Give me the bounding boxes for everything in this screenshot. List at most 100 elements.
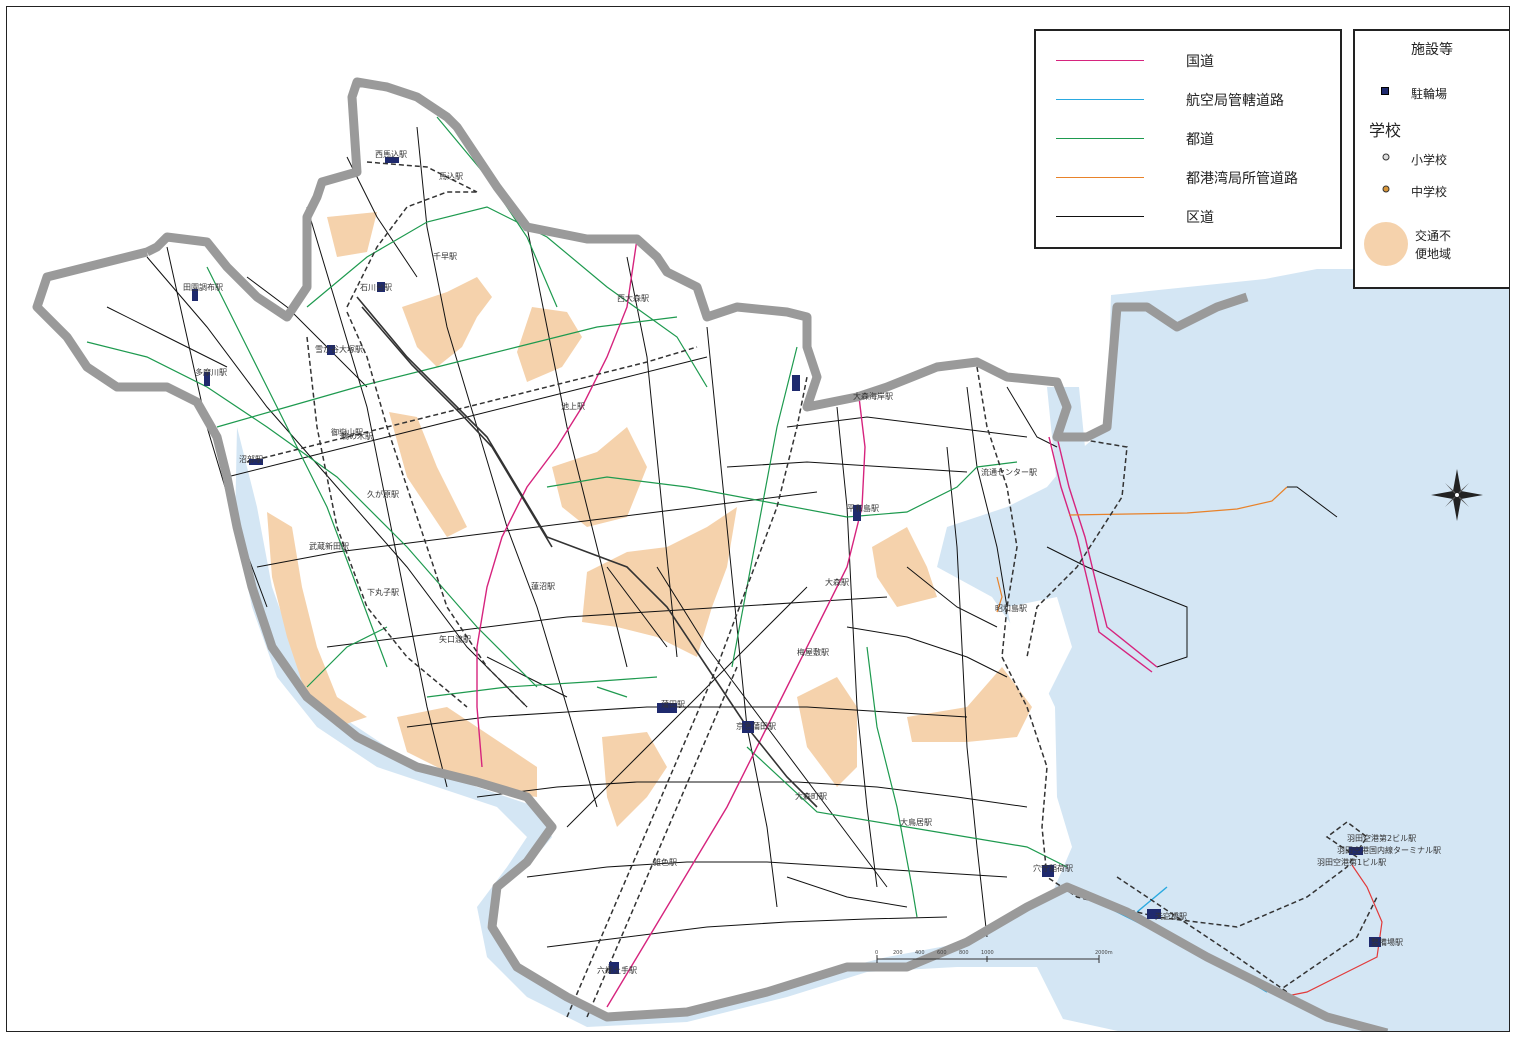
ward-boundary [32, 77, 1389, 1031]
inconvenient-area [397, 707, 537, 797]
station-label: 馬込駅 [439, 172, 463, 181]
station-marker [1042, 865, 1054, 877]
legend-label: 航空局管轄道路 [1186, 93, 1284, 109]
station-label: 田園調布駅 [183, 282, 223, 292]
inconvenient-area [327, 212, 377, 257]
station-marker [377, 282, 385, 292]
station-label: 昭和島駅 [995, 603, 1027, 613]
inconvenient-area-label: 交通不 便地域 [1415, 227, 1475, 263]
inconvenient-area [907, 667, 1032, 742]
station-marker [1369, 937, 1381, 947]
station-label: 大鳥居駅 [900, 817, 932, 827]
legend-swatch [1056, 216, 1144, 217]
legend-label: 中学校 [1411, 185, 1448, 199]
station-label: 天空橋駅 [1155, 911, 1187, 921]
inconvenient-areas [267, 212, 1032, 827]
inconvenient-area [517, 307, 582, 382]
inconvenient-area [402, 277, 492, 367]
station-label: 大森海岸駅 [853, 391, 893, 401]
facility-legend: 施設等 駐輪場 学校 小学校 中学校 交通不 便地域 [1353, 29, 1509, 289]
station-marker [385, 157, 399, 163]
station-label: 石川台駅 [360, 282, 392, 292]
station-label: 平和島駅 [847, 503, 879, 513]
station-label: 羽田空港国内線ターミナル駅 [1337, 845, 1441, 855]
station-label: 久が原駅 [367, 489, 399, 499]
station-marker [327, 345, 335, 355]
station-label: 鵜の木駅 [341, 431, 373, 441]
station-marker [1349, 847, 1363, 855]
station-label: 多摩川駅 [195, 367, 227, 377]
legend-item-junior-high-school: 中学校 [1355, 181, 1509, 201]
station-label: 沼部駅 [239, 454, 263, 464]
school-legend-title: 学校 [1369, 121, 1402, 140]
station-marker [853, 505, 861, 521]
transport-map: 大鳥居駅 千早駅 鵜の木駅 下丸子駅 大森海岸駅 平和島駅 流通センター駅 京急… [32, 77, 1509, 1031]
scale-tick: 400 [915, 950, 925, 956]
legend-swatch [1056, 177, 1144, 178]
legend-item-bicycle-parking: 駐輪場 [1355, 83, 1509, 103]
legend-item-elementary-school: 小学校 [1355, 149, 1509, 169]
scale-tick: 200 [893, 950, 903, 956]
inconvenient-area [582, 507, 737, 657]
station-label: 羽田空港第1ビル駅 [1317, 857, 1386, 867]
station-label: 京急蒲田駅 [736, 721, 776, 731]
scale-bar: 0 200 400 600 800 1000 2000m [875, 950, 1113, 963]
inconvenient-area-swatch [1364, 222, 1408, 266]
station-label: 西大森駅 [617, 293, 649, 303]
station-marker [657, 703, 677, 713]
station-label: 矢口渡駅 [439, 634, 471, 644]
railways [246, 161, 1378, 1018]
station-label: 羽田空港第2ビル駅 [1347, 833, 1416, 843]
scale-tick: 600 [937, 950, 947, 956]
station-label: 雪が谷大塚駅 [315, 344, 363, 354]
road-legend: 国道 航空局管轄道路 都道 都港湾局所管道路 区道 [1034, 29, 1342, 249]
legend-label: 国道 [1186, 54, 1214, 70]
station-marker [204, 372, 210, 386]
legend-item-port-road: 都港湾局所管道路 [1036, 168, 1340, 188]
station-label: 御嶽山駅 [331, 427, 363, 437]
inconvenient-area [872, 527, 937, 607]
legend-label: 区道 [1186, 210, 1214, 226]
inconvenient-area [797, 677, 857, 787]
station-label: 雑色駅 [653, 857, 677, 867]
station-label: 整備場駅 [1371, 937, 1403, 947]
legend-label: 都道 [1186, 132, 1214, 148]
airport-loop [1281, 864, 1383, 998]
legend-label: 都港湾局所管道路 [1186, 171, 1298, 187]
station-label: 梅屋敷駅 [797, 647, 829, 657]
legend-swatch [1056, 138, 1144, 139]
scale-tick: 800 [959, 950, 969, 956]
ward-roads [106, 126, 1188, 948]
inconvenient-area [389, 412, 467, 537]
station-label: 池上駅 [561, 401, 585, 411]
junior-high-school-icon [1382, 185, 1390, 193]
scale-tick: 2000m [1095, 950, 1113, 956]
station-marker [249, 459, 263, 465]
station-marker [609, 962, 619, 974]
national-roads [476, 238, 1158, 1008]
legend-label: 小学校 [1411, 153, 1448, 167]
station-marker [192, 289, 198, 301]
station-labels: 大鳥居駅 千早駅 鵜の木駅 下丸子駅 大森海岸駅 平和島駅 流通センター駅 京急… [183, 150, 1441, 975]
metro-roads [86, 116, 1068, 918]
water-area [235, 269, 1509, 1031]
station-label: 流通センター駅 [981, 467, 1037, 477]
station-label: 蓮沼駅 [531, 581, 555, 591]
bicycle-parking-icon [1381, 87, 1389, 95]
inconvenient-area-label-line1: 交通不 [1415, 229, 1452, 243]
legend-swatch [1056, 60, 1144, 61]
inconvenient-area [267, 512, 367, 727]
inconvenient-area-label-line2: 便地域 [1415, 247, 1452, 261]
airport-roads-black [1287, 486, 1338, 518]
inconvenient-area [602, 732, 667, 827]
compass-rose-icon [1431, 469, 1483, 521]
station-label: 千早駅 [433, 251, 457, 261]
legend-item-national-road: 国道 [1036, 51, 1340, 71]
station-label: 下丸子駅 [367, 587, 399, 597]
legend-item-ward-road: 区道 [1036, 207, 1340, 227]
legend-label: 駐輪場 [1411, 87, 1448, 101]
station-label: 蒲田駅 [661, 699, 685, 709]
facility-legend-title: 施設等 [1411, 42, 1453, 58]
legend-item-airport-road: 航空局管轄道路 [1036, 90, 1340, 110]
map-frame: 大鳥居駅 千早駅 鵜の木駅 下丸子駅 大森海岸駅 平和島駅 流通センター駅 京急… [6, 6, 1510, 1032]
